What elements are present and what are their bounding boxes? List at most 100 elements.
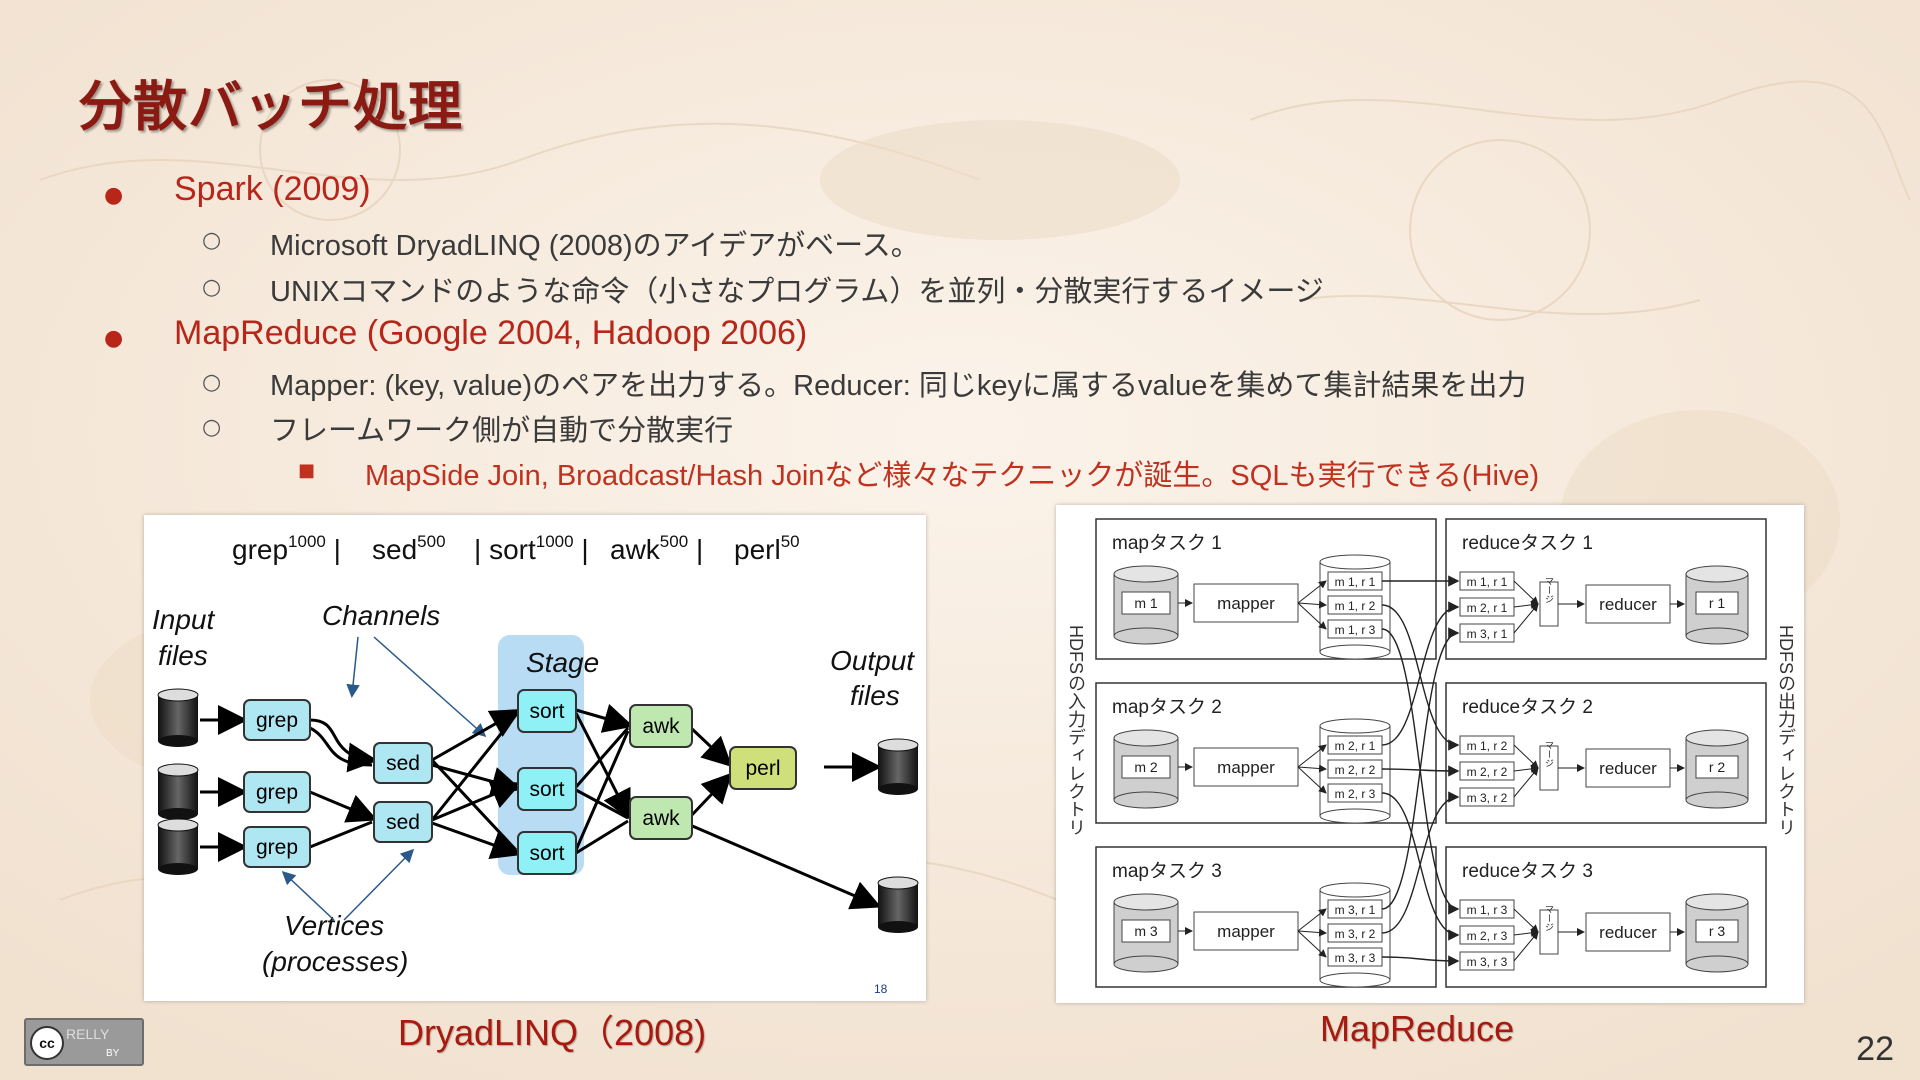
channels-label: Channels bbox=[322, 600, 440, 631]
page-number: 22 bbox=[1856, 1030, 1894, 1068]
map-task-label: mapタスク 2 bbox=[1112, 696, 1222, 718]
node-sort: sort bbox=[517, 831, 577, 875]
stage-label: Stage bbox=[526, 647, 599, 678]
map-partition-label: m 1, r 3 bbox=[1335, 623, 1376, 637]
input-label-2: files bbox=[158, 640, 208, 671]
bullet-marker: ■ bbox=[298, 460, 316, 481]
map-partition-label: m 3, r 2 bbox=[1335, 927, 1376, 941]
mapreduce-tasks: mapタスク 1 m 1 mapper m 1, r 1 m 1, r 2 m 1, r … bbox=[1095, 518, 1767, 988]
reduce-partition-label: m 2, r 2 bbox=[1467, 765, 1508, 779]
reduce-output-label: r 2 bbox=[1709, 759, 1726, 775]
svg-text:sed500: sed500 bbox=[372, 532, 446, 565]
reduce-task-label: reduceタスク 1 bbox=[1462, 532, 1593, 554]
cc-icon: cc bbox=[30, 1026, 64, 1060]
map-task-label: mapタスク 1 bbox=[1112, 532, 1222, 554]
shuffle-edge bbox=[1381, 791, 1460, 934]
output-files bbox=[877, 738, 919, 933]
node-awk: awk bbox=[629, 796, 693, 840]
reduce-task: reduceタスク 1m 1, r 1m 2, r 1m 3, r 1マージre… bbox=[1445, 518, 1767, 660]
svg-text:sort: sort bbox=[529, 842, 564, 865]
map-partition-label: m 2, r 2 bbox=[1335, 763, 1376, 777]
mapper-box: mapper bbox=[1217, 758, 1275, 777]
svg-text:awk: awk bbox=[642, 807, 680, 830]
reduce-output-label: r 3 bbox=[1709, 923, 1726, 939]
shuffle-edges bbox=[1381, 575, 1460, 967]
reducer-box: reducer bbox=[1599, 923, 1657, 942]
dryad-caption: DryadLINQ（2008) bbox=[398, 1012, 707, 1053]
merge-box: マージ bbox=[1544, 741, 1554, 768]
map-partition-label: m 3, r 1 bbox=[1335, 903, 1376, 917]
map-partition-label: m 2, r 1 bbox=[1335, 739, 1376, 753]
node-awk: awk bbox=[629, 704, 693, 748]
merge-box: マージ bbox=[1544, 905, 1554, 932]
bullet-marker: ○ bbox=[202, 370, 222, 395]
svg-text:perl: perl bbox=[745, 757, 780, 780]
bullet-mapreduce: MapReduce (Google 2004, Hadoop 2006) bbox=[174, 314, 808, 352]
reduce-task-label: reduceタスク 3 bbox=[1462, 860, 1593, 882]
bullet-mr-sub2: フレームワーク側が自動で分散実行 bbox=[270, 415, 734, 447]
reducer-box: reducer bbox=[1599, 759, 1657, 778]
inner-slide-number: 18 bbox=[874, 982, 888, 996]
vertices-label: Vertices bbox=[284, 910, 384, 941]
node-grep: grep bbox=[243, 771, 311, 813]
svg-text:awk: awk bbox=[642, 715, 680, 738]
map-partition-label: m 2, r 3 bbox=[1335, 787, 1376, 801]
hdfs-input-label: HDFSの入力ディレクトリ bbox=[1066, 625, 1086, 836]
shuffle-edge bbox=[1381, 601, 1460, 746]
node-grep: grep bbox=[243, 699, 311, 741]
mapreduce-caption: MapReduce bbox=[1320, 1008, 1515, 1049]
map-partition-label: m 1, r 2 bbox=[1335, 599, 1376, 613]
reduce-partition-label: m 3, r 2 bbox=[1467, 791, 1508, 805]
bullet-spark: Spark (2009) bbox=[174, 170, 371, 208]
reduce-partition-label: m 2, r 3 bbox=[1467, 929, 1508, 943]
node-sort: sort bbox=[517, 689, 577, 733]
svg-text:| sort1000 |: | sort1000 | bbox=[474, 532, 589, 565]
reduce-partition-label: m 1, r 2 bbox=[1467, 739, 1508, 753]
reduce-partition-label: m 1, r 3 bbox=[1467, 903, 1508, 917]
map-partition-label: m 3, r 3 bbox=[1335, 951, 1376, 965]
bullet-mr-sub1: Mapper: (key, value)のペアを出力する。Reducer: 同じ… bbox=[270, 370, 1527, 402]
reducer-box: reducer bbox=[1599, 595, 1657, 614]
merge-box: マージ bbox=[1544, 577, 1554, 604]
shuffle-edge bbox=[1381, 627, 1460, 910]
bullet-marker: ○ bbox=[202, 275, 222, 300]
input-files bbox=[157, 688, 199, 875]
node-grep: grep bbox=[243, 826, 311, 868]
slide-title: 分散バッチ処理 bbox=[78, 75, 463, 138]
bullet-marker: ● bbox=[104, 326, 124, 351]
shuffle-edge bbox=[1381, 955, 1460, 967]
node-perl: perl bbox=[729, 746, 797, 790]
reduce-partition-label: m 1, r 1 bbox=[1467, 575, 1508, 589]
hdfs-output-label: HDFSの出力ディレクトリ bbox=[1776, 625, 1796, 836]
bullet-spark-sub2: UNIXコマンドのような命令（小さなプログラム）を並列・分散実行するイメージ bbox=[270, 276, 1324, 308]
map-task: mapタスク 1 m 1 mapper m 1, r 1 m 1, r 2 m 1, r … bbox=[1095, 518, 1437, 660]
output-label-2: files bbox=[850, 680, 900, 711]
reduce-task-label: reduceタスク 2 bbox=[1462, 696, 1593, 718]
svg-text:perl50: perl50 bbox=[734, 532, 800, 565]
map-input-label: m 3 bbox=[1134, 923, 1158, 939]
node-sed: sed bbox=[373, 801, 433, 843]
svg-text:awk500 |: awk500 | bbox=[610, 532, 703, 565]
vertices-label-2: (processes) bbox=[262, 946, 408, 977]
svg-text:sed: sed bbox=[386, 811, 420, 834]
by-label: BY bbox=[106, 1048, 120, 1059]
node-sort: sort bbox=[517, 767, 577, 811]
map-partition-label: m 1, r 1 bbox=[1335, 575, 1376, 589]
mapper-box: mapper bbox=[1217, 594, 1275, 613]
map-task-label: mapタスク 3 bbox=[1112, 860, 1222, 882]
map-input-label: m 1 bbox=[1134, 595, 1158, 611]
reduce-partition-label: m 3, r 3 bbox=[1467, 955, 1508, 969]
svg-text:sort: sort bbox=[529, 700, 564, 723]
bullet-marker: ● bbox=[104, 183, 124, 208]
input-label: Input bbox=[152, 604, 215, 635]
node-sed: sed bbox=[373, 742, 433, 784]
reduce-output-label: r 1 bbox=[1709, 595, 1726, 611]
license-text: RELLY bbox=[66, 1026, 110, 1042]
bullet-marker: ○ bbox=[202, 415, 222, 440]
command-pipeline-header: grep1000 | sed500 | sort1000 | awk500 | … bbox=[232, 532, 800, 565]
reduce-task: reduceタスク 2 m 1, r 2 m 2, r 2 m 3, r 2 マージ re… bbox=[1445, 682, 1767, 824]
